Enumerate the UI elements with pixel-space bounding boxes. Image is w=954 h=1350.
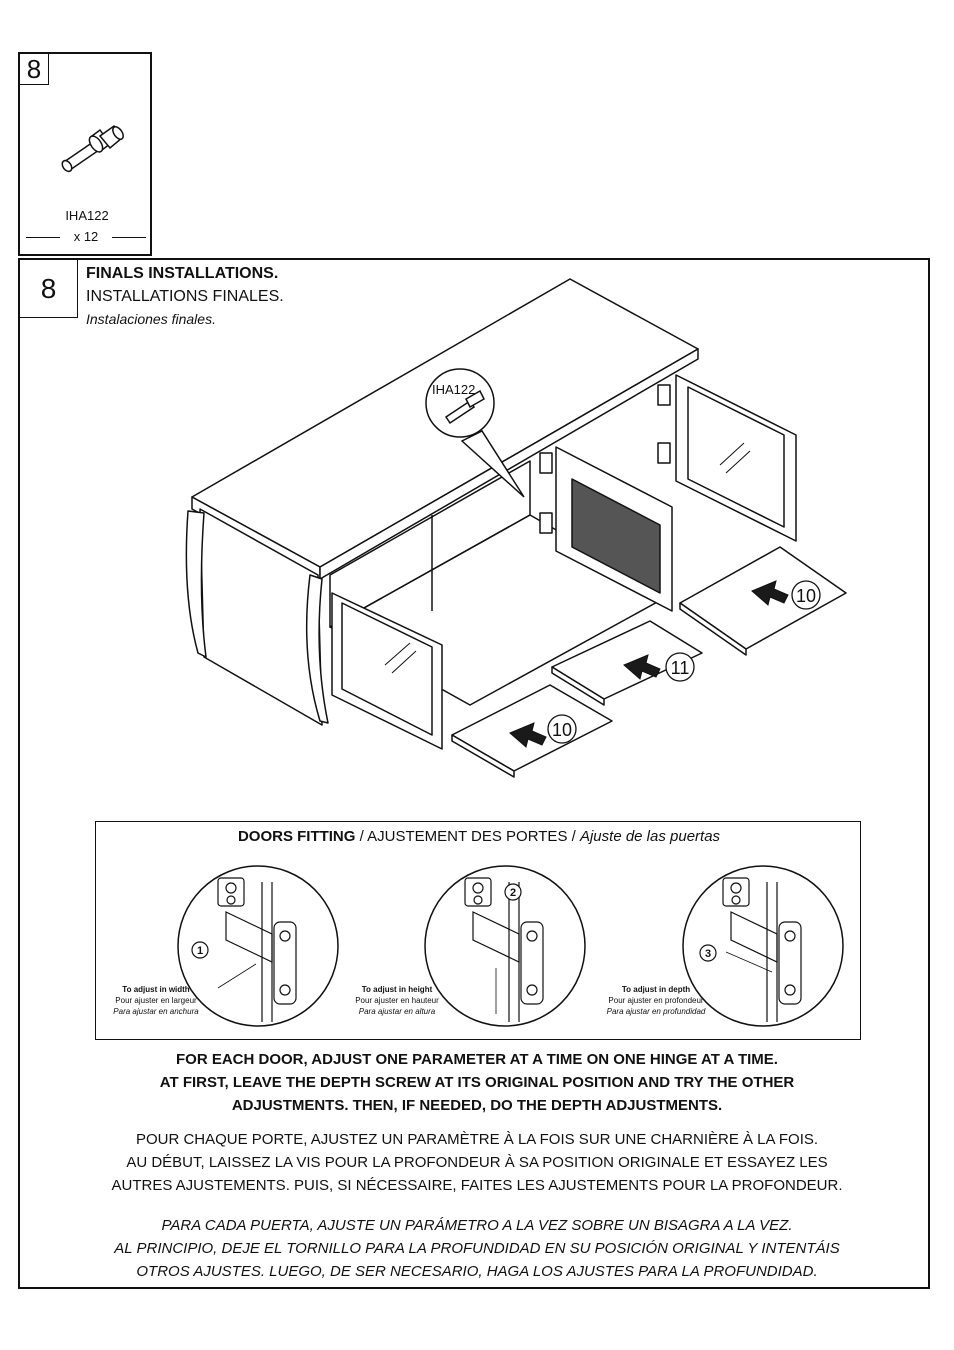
instructions-en-line: ADJUSTMENTS. THEN, IF NEEDED, DO THE DEP… [231,1097,723,1114]
step-box: 8 FINALS INSTALLATIONS. INSTALLATIONS FI… [18,258,930,1289]
hinge-detail-width [177,865,339,1027]
step-title-es: Instalaciones finales. [86,311,216,327]
step-title-en: FINALS INSTALLATIONS. [86,265,279,282]
part-quantity-row: x 12 [26,228,146,246]
dowel-pin-icon [61,124,124,173]
doors-fitting-title-es: Ajuste de las puertas [579,828,721,845]
hinge-details: 1 2 3 [177,865,844,1027]
hint-depth-fr: Pour ajuster en profondeur [608,996,704,1005]
hint-width: To adjust in width Pour ajuster en large… [96,984,216,1017]
adjust-step-3: 3 [705,948,711,960]
instructions-fr-line: AU DÉBUT, LAISSEZ LA VIS POUR LA PROFOND… [126,1154,828,1171]
hint-width-en: To adjust in width [122,985,190,994]
doors-fitting-box: DOORS FITTING / AJUSTEMENT DES PORTES / … [95,821,861,1040]
hint-width-fr: Pour ajuster en largeur [115,996,197,1005]
instructions-en-line: AT FIRST, LEAVE THE DEPTH SCREW AT ITS O… [159,1074,795,1091]
instructions-es: PARA CADA PUERTA, AJUSTE UN PARÁMETRO A … [40,1214,914,1283]
instructions-fr: POUR CHAQUE PORTE, AJUSTEZ UN PARAMÈTRE … [40,1128,914,1197]
hint-height-en: To adjust in height [361,985,433,994]
instructions-en: FOR EACH DOOR, ADJUST ONE PARAMETER AT A… [40,1048,914,1117]
doors-fitting-title: DOORS FITTING / AJUSTEMENT DES PORTES / … [96,828,862,845]
panel-label-right: 10 [796,586,816,606]
panel-label-left: 10 [552,720,572,740]
hinge-detail-height [424,865,586,1027]
tv-stand-illustration: IHA122 10 11 10 [185,278,847,778]
doors-fitting-title-fr: AJUSTEMENT DES PORTES [367,828,568,845]
hint-height-es: Para ajustar en altura [358,1007,436,1016]
instructions-fr-line: AUTRES AJUSTEMENTS. PUIS, SI NÉCESSAIRE,… [111,1177,843,1194]
step-number: 8 [20,260,78,318]
hint-height: To adjust in height Pour ajuster en haut… [337,984,457,1017]
instructions-en-line: FOR EACH DOOR, ADJUST ONE PARAMETER AT A… [176,1051,778,1068]
hint-depth-es: Para ajustar en profundidad [606,1007,706,1016]
step-title-fr: INSTALLATIONS FINALES. [86,288,284,305]
part-code: IHA122 [65,208,109,223]
title-separator: / [567,828,580,845]
adjust-step-1: 1 [197,945,203,957]
instructions-es-line: OTROS AJUSTES. LUEGO, DE SER NECESARIO, … [136,1263,818,1280]
hint-depth: To adjust in depth Pour ajuster en profo… [596,984,716,1017]
instructions-es-line: AL PRINCIPIO, DEJE EL TORNILLO PARA LA P… [114,1240,840,1257]
panel-label-middle: 11 [671,658,690,678]
hinge-detail-depth [682,865,844,1027]
parts-step-number: 8 [20,54,49,85]
instructions-fr-line: POUR CHAQUE PORTE, AJUSTEZ UN PARAMÈTRE … [135,1131,819,1148]
hint-height-fr: Pour ajuster en hauteur [355,996,439,1005]
callout-code: IHA122 [432,382,475,397]
part-quantity: x 12 [73,229,99,244]
parts-box: 8 IHA122 x 12 [18,52,152,256]
adjust-step-2: 2 [510,887,516,899]
hint-width-es: Para ajustar en anchura [113,1007,199,1016]
hint-depth-en: To adjust in depth [621,985,691,994]
instructions-es-line: PARA CADA PUERTA, AJUSTE UN PARÁMETRO A … [161,1217,793,1234]
title-separator: / [355,828,368,845]
doors-fitting-title-en: DOORS FITTING [237,828,356,845]
